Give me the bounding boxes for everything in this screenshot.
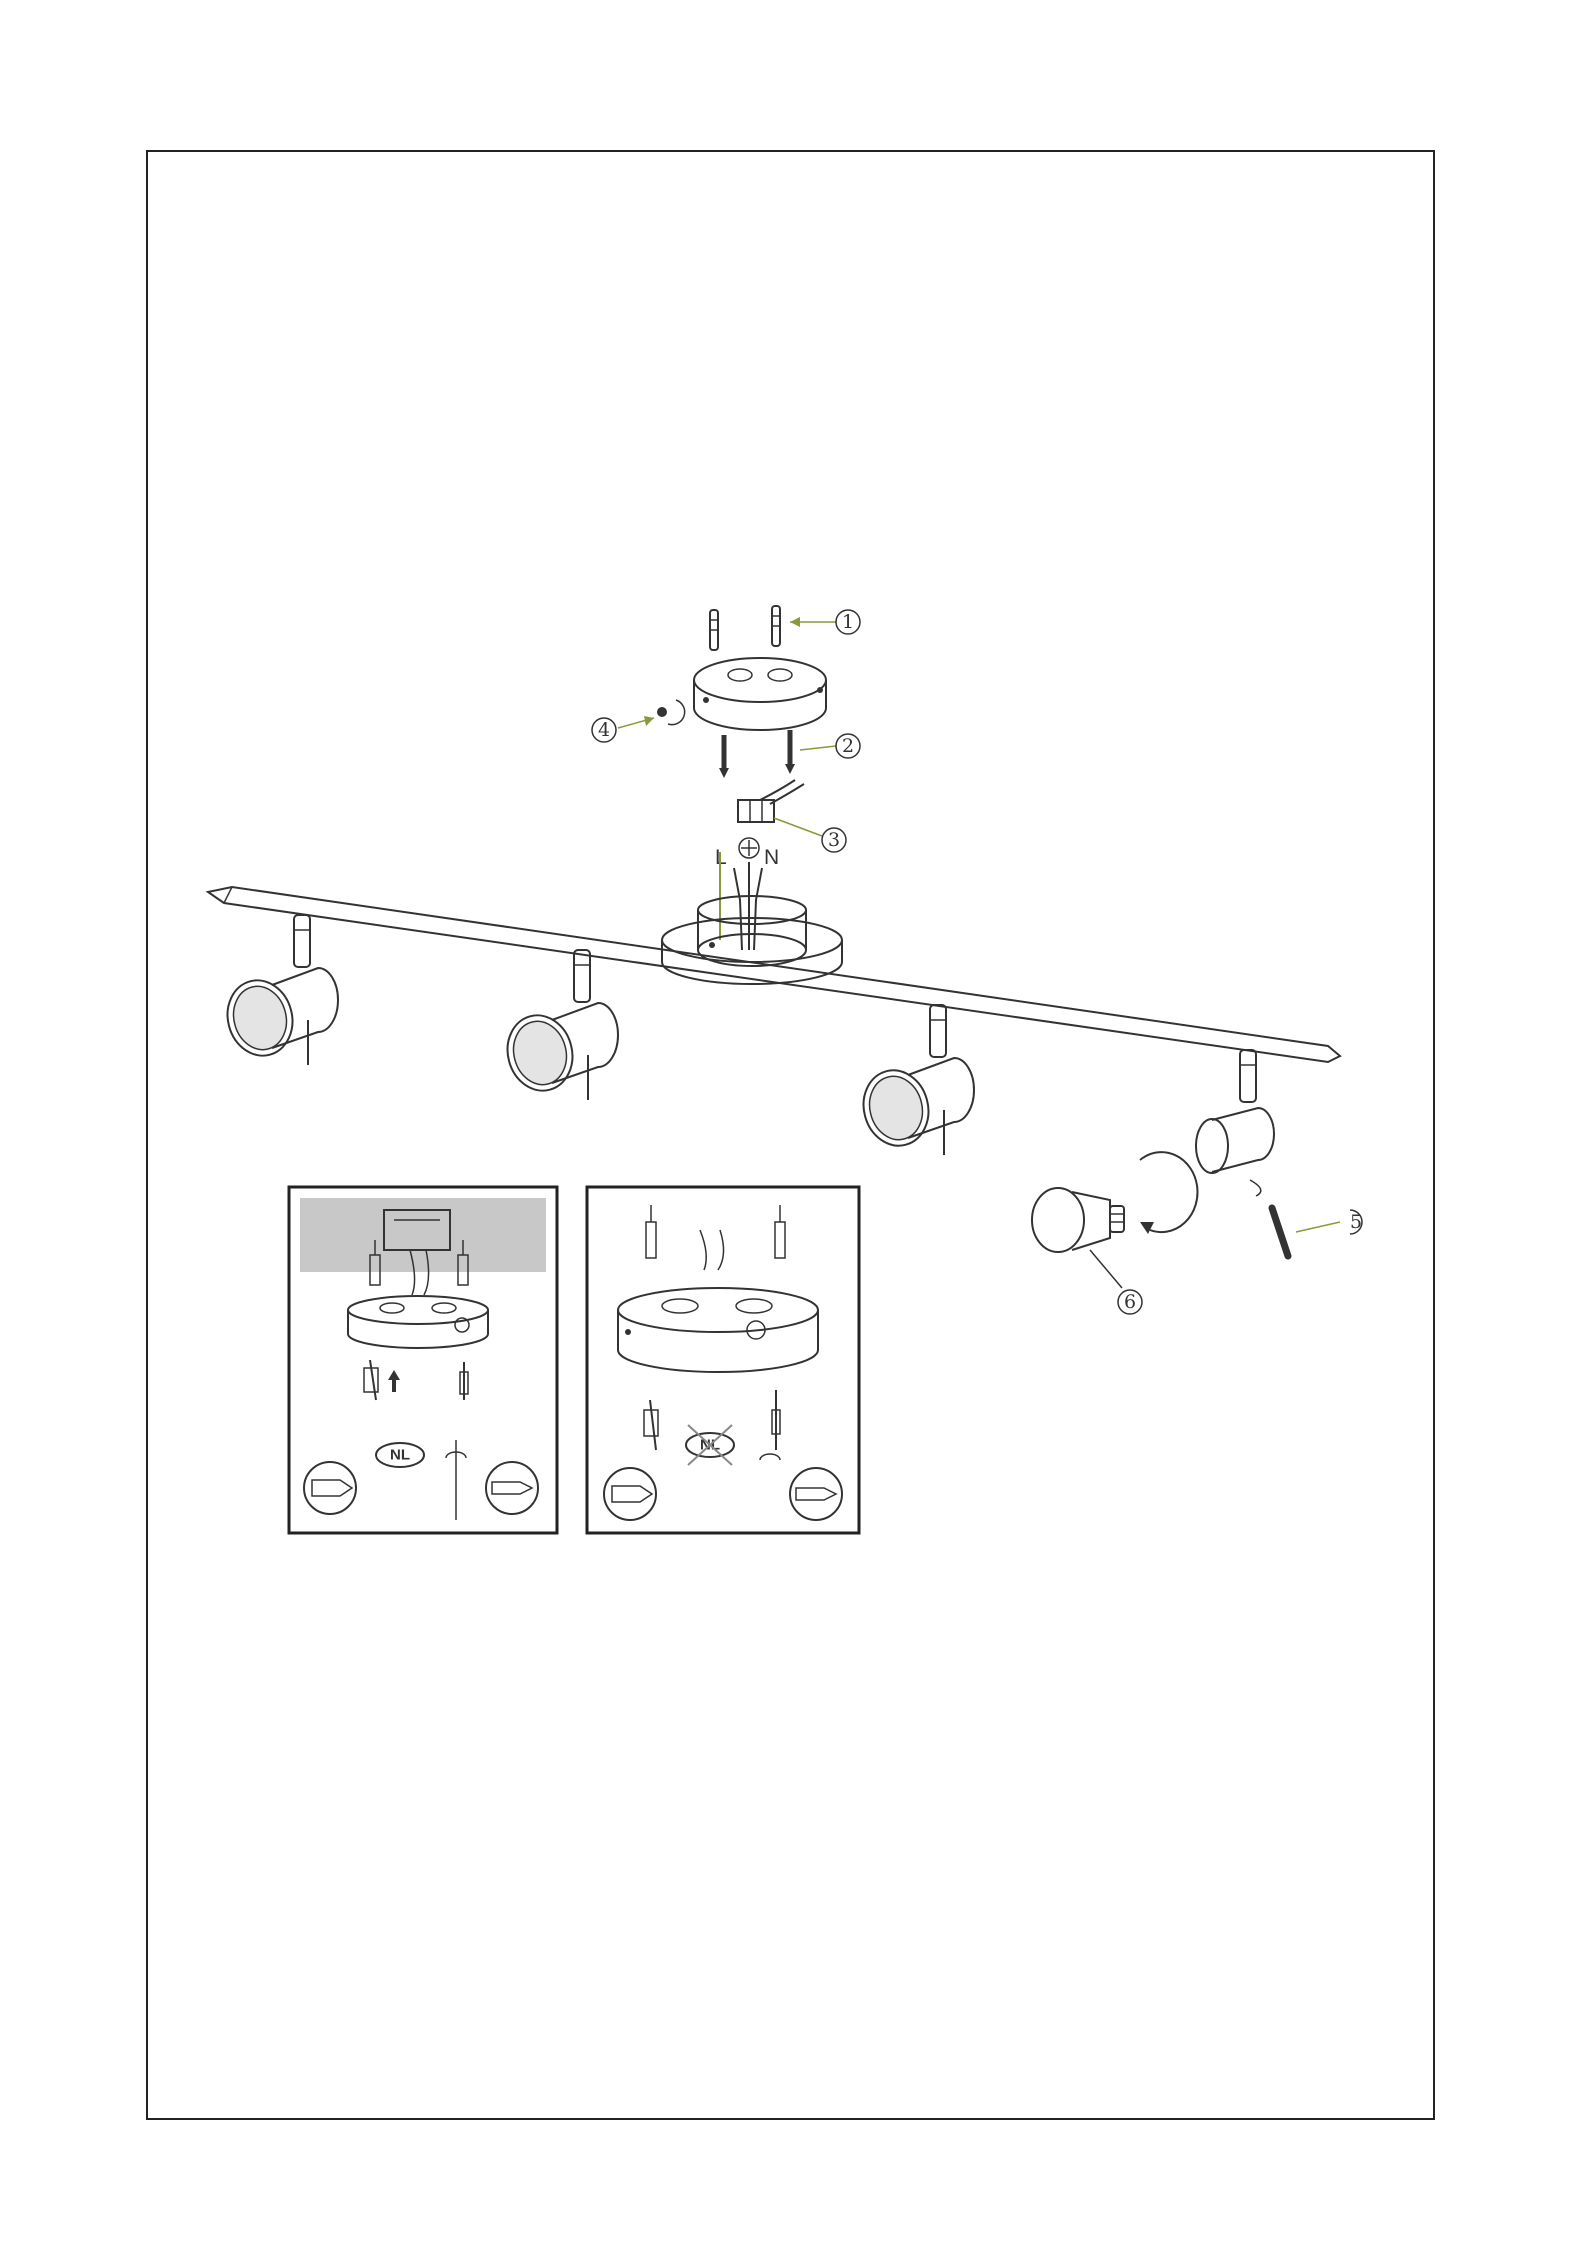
pin-icon: [1272, 1208, 1288, 1256]
svg-text:1: 1: [842, 611, 854, 633]
svg-text:NL: NL: [390, 1447, 410, 1464]
screw-icon: [785, 730, 795, 774]
bulb-icon: [1032, 1188, 1124, 1252]
terminal-block-icon: [738, 780, 804, 822]
inset-incorrect-mounting: NL: [587, 1187, 859, 1533]
callout-6: 6: [1090, 1250, 1142, 1314]
ceiling-bracket-assembly: L N: [657, 606, 842, 984]
callout-5: 5: [1296, 1210, 1362, 1234]
callout-4: 4: [592, 716, 654, 742]
nut-icon: [657, 700, 685, 725]
track-bar: [208, 887, 1340, 1062]
svg-text:3: 3: [828, 829, 840, 851]
rotate-arrow-icon: [1140, 1152, 1197, 1234]
mounting-bracket: [694, 658, 826, 730]
spotlight-4-exploded: [1196, 1050, 1274, 1196]
svg-text:4: 4: [598, 719, 610, 741]
screw-icon: [710, 610, 718, 650]
svg-text:2: 2: [842, 735, 854, 757]
screw-icon: [719, 735, 729, 778]
callout-2: 2: [800, 734, 860, 758]
svg-text:5: 5: [1350, 1211, 1362, 1233]
ground-symbol-icon: [739, 838, 759, 858]
callout-1: 1: [790, 610, 860, 634]
spotlight-1: [219, 915, 338, 1065]
wire-label-neutral: N: [764, 846, 779, 869]
inset-correct-mounting: NL: [289, 1187, 557, 1533]
spotlight-3: [855, 1005, 974, 1155]
spotlight-2: [499, 950, 618, 1100]
screw-icon: [772, 606, 780, 646]
svg-text:6: 6: [1124, 1291, 1136, 1313]
callout-3: 3: [774, 818, 846, 852]
